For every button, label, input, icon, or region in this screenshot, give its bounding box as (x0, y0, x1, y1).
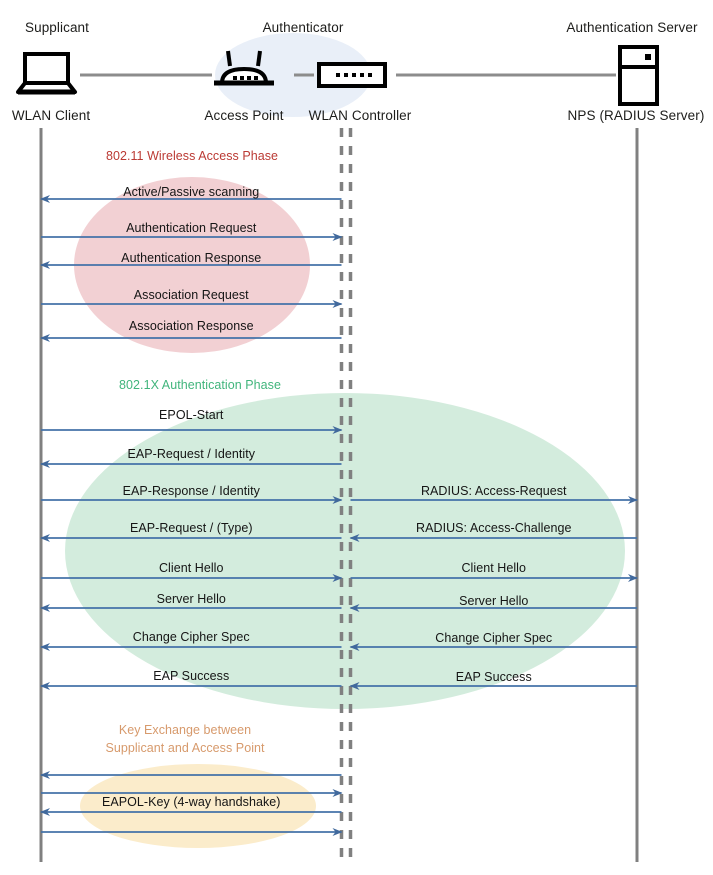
msg-eap-success-left-label: EAP Success (153, 669, 230, 683)
authenticator-highlight-ellipse (215, 33, 371, 117)
laptop-icon (16, 52, 77, 95)
access-point-icon (214, 50, 274, 86)
node-label-nps-radius-server: NPS (RADIUS Server) (567, 108, 705, 123)
phase-label-802-1x-authentication: 802.1X Authentication Phase (119, 378, 281, 392)
phase-label-key-exchange: Key Exchange between Supplicant and Acce… (105, 721, 264, 757)
node-label-wlan-controller: WLAN Controller (308, 108, 412, 123)
msg-eapol-start-label: EPOL-Start (159, 408, 224, 422)
msg-authentication-response-label: Authentication Response (121, 251, 262, 265)
msg-change-cipher-spec-right-label: Change Cipher Spec (435, 631, 553, 645)
node-label-access-point: Access Point (204, 108, 284, 123)
msg-eap-request-type-label: EAP-Request / (Type) (129, 521, 253, 535)
msg-eapol-key-4-way-handshake-label: EAPOL-Key (4-way handshake) (101, 795, 281, 809)
phase-label-802-11-wireless-access: 802.11 Wireless Access Phase (105, 149, 279, 163)
phase-key-exchange-ellipse (80, 764, 316, 848)
server-icon (618, 45, 659, 106)
phase-802-1x-ellipse (65, 393, 625, 709)
wlan-controller-icon (317, 62, 387, 88)
msg-server-hello-left-label: Server Hello (156, 592, 226, 606)
role-label-authenticator: Authenticator (262, 20, 344, 35)
node-label-wlan-client: WLAN Client (11, 108, 91, 123)
msg-radius-access-request-label: RADIUS: Access-Request (420, 484, 567, 498)
msg-eap-request-identity-label: EAP-Request / Identity (127, 447, 256, 461)
msg-association-request-label: Association Request (133, 288, 249, 302)
role-label-supplicant: Supplicant (24, 20, 90, 35)
msg-client-hello-left-label: Client Hello (158, 561, 224, 575)
arrows-group (40, 195, 638, 836)
msg-eap-success-right-label: EAP Success (455, 670, 532, 684)
phase-label-key-exchange-line2: Supplicant and Access Point (105, 741, 265, 755)
role-label-authentication-server: Authentication Server (566, 20, 698, 35)
msg-association-response-label: Association Response (128, 319, 254, 333)
msg-client-hello-right-label: Client Hello (461, 561, 527, 575)
msg-radius-access-challenge-label: RADIUS: Access-Challenge (416, 521, 572, 535)
msg-active-passive-scanning-label: Active/Passive scanning (123, 185, 260, 199)
phase-label-key-exchange-line1: Key Exchange between (118, 723, 252, 737)
msg-change-cipher-spec-left-label: Change Cipher Spec (132, 630, 250, 644)
msg-eap-response-identity-label: EAP-Response / Identity (122, 484, 260, 498)
msg-authentication-request-label: Authentication Request (126, 221, 257, 235)
msg-server-hello-right-label: Server Hello (459, 594, 529, 608)
